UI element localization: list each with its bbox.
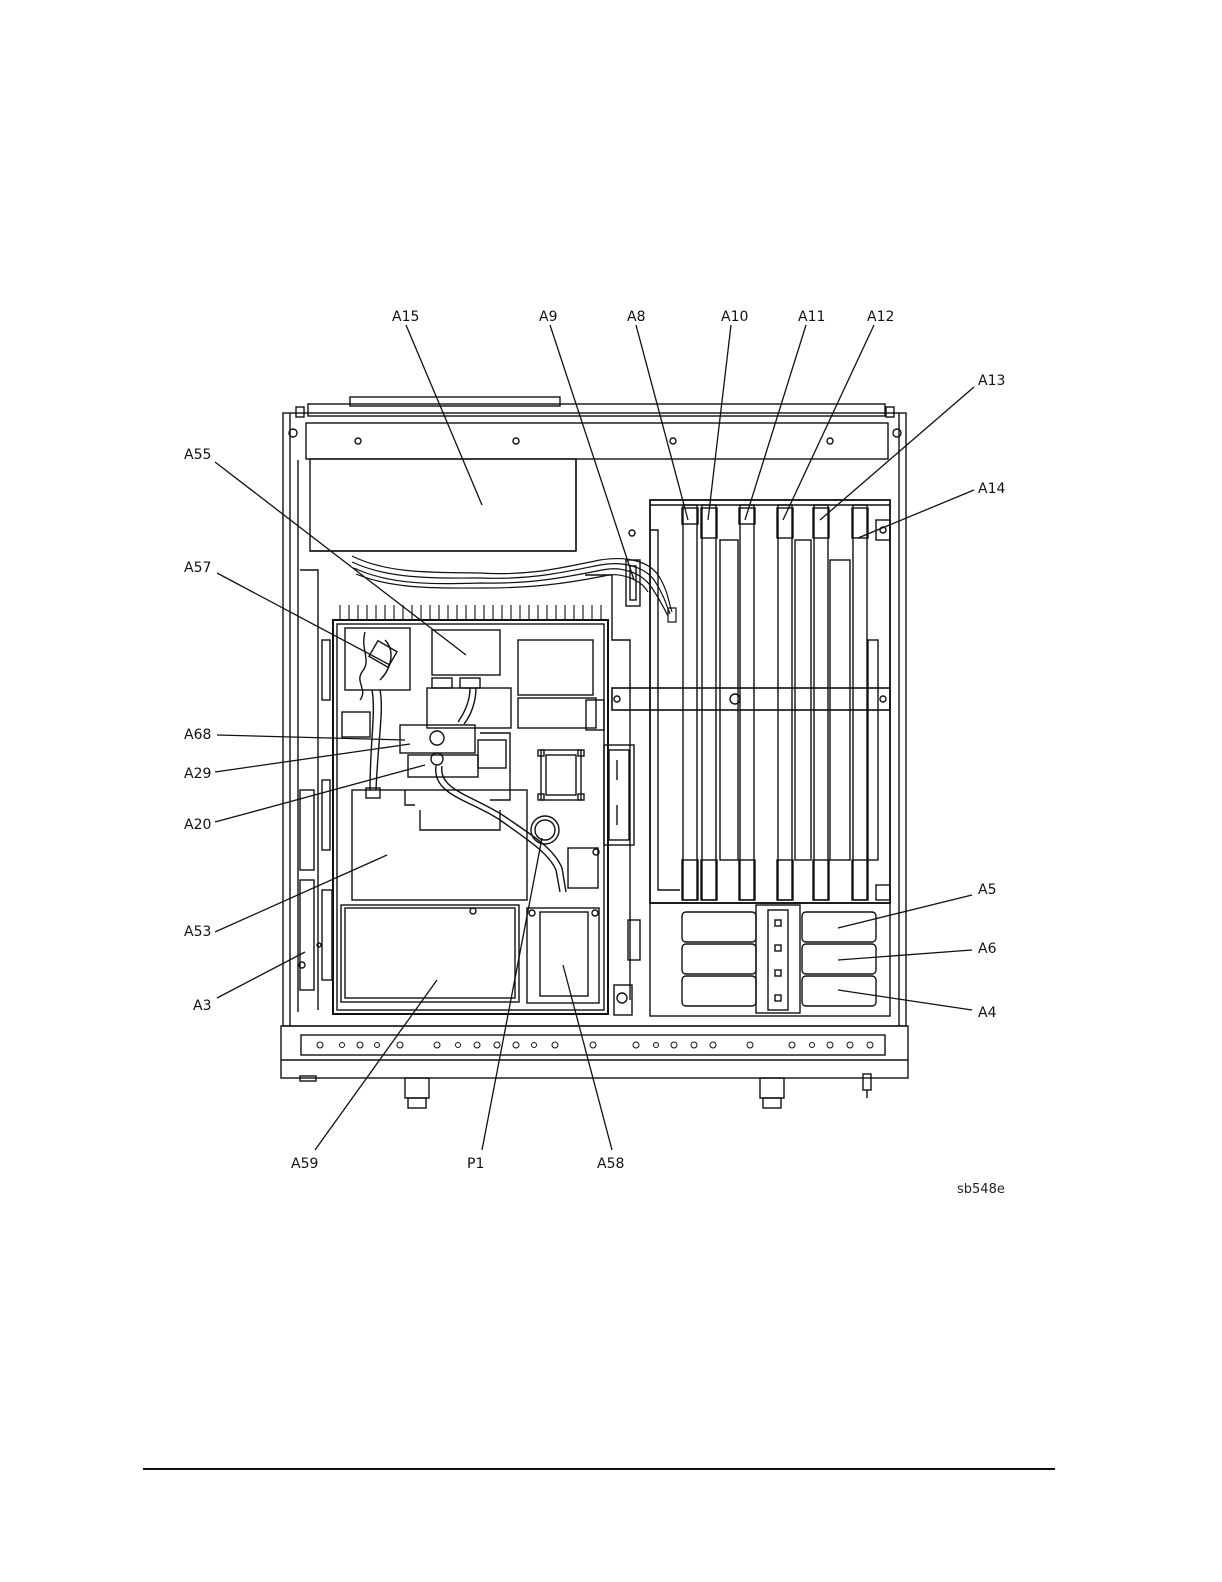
callout-labels: A15 A9 A8 A10 A11 A12 A13 A14 A55 A57 A6… [184,309,1005,1197]
label-a4: A4 [978,1005,997,1021]
label-a12: A12 [867,309,894,325]
label-p1: P1 [467,1156,484,1172]
label-a13: A13 [978,373,1005,389]
card-cage [612,500,890,903]
label-a14: A14 [978,481,1005,497]
label-a11: A11 [798,309,825,325]
label-a15: A15 [392,309,419,325]
label-a5: A5 [978,882,996,898]
label-a29: A29 [184,766,211,782]
label-a20: A20 [184,817,211,833]
page-footer-rule [143,1468,1055,1470]
label-a3: A3 [193,998,211,1014]
label-a55: A55 [184,447,211,463]
label-a59: A59 [291,1156,318,1172]
label-a9: A9 [539,309,557,325]
power-modules [650,903,890,1016]
label-a8: A8 [627,309,645,325]
label-a6: A6 [978,941,997,957]
label-a58: A58 [597,1156,624,1172]
heat-sink [340,605,601,620]
figure-id: sb548e [957,1182,1005,1197]
wire-harness [352,556,676,622]
rf-deck [333,620,608,1014]
label-a53: A53 [184,924,211,940]
a15-power-supply [310,459,576,551]
label-a57: A57 [184,560,211,576]
chassis [283,397,906,1026]
label-a68: A68 [184,727,211,743]
label-a10: A10 [721,309,748,325]
midplane-bracket [585,530,640,1015]
